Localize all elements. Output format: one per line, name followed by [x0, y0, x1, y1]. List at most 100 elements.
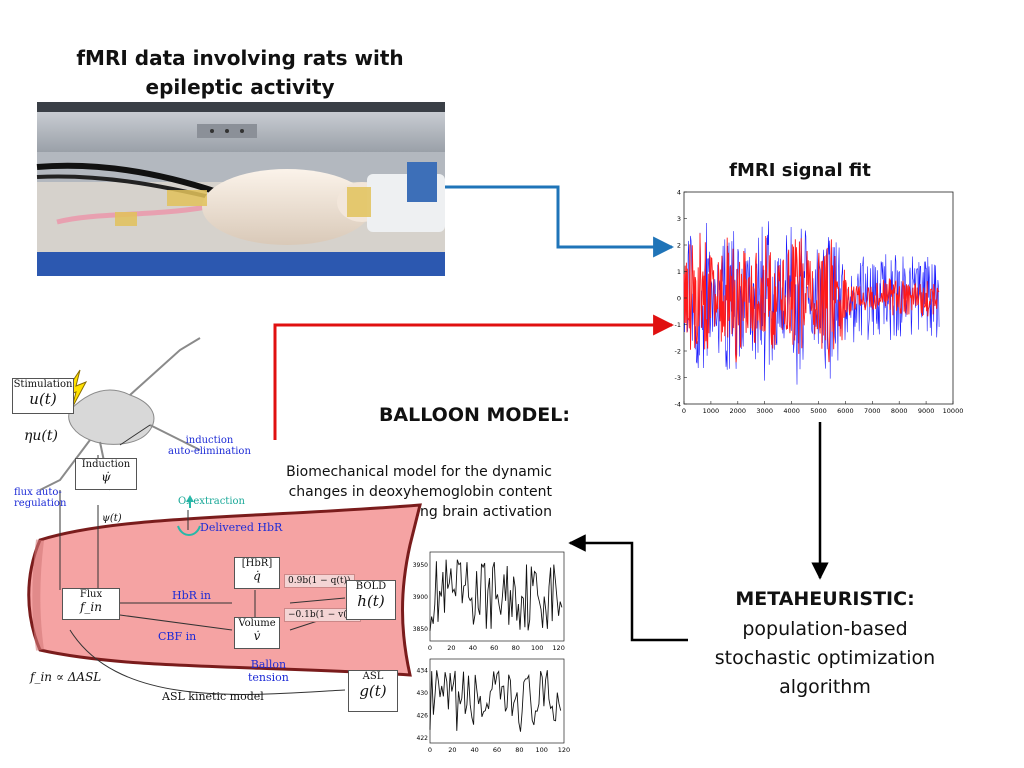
rats-heading-line1: fMRI data involving rats with [76, 46, 404, 70]
rat-scanner-photo [36, 102, 445, 276]
small-x-tick-label: 100 [531, 644, 543, 652]
volume-box: Volume v̇ [234, 617, 280, 649]
fit-blue-series [683, 221, 940, 385]
ballon-tension-line2: tension [248, 671, 289, 684]
flux-label: Flux [79, 589, 103, 600]
volume-label: Volume [238, 618, 276, 629]
flux-var: f_in [79, 600, 102, 614]
fit-x-tick-label: 6000 [837, 407, 854, 415]
small-x-tick-label: 40 [469, 644, 477, 652]
small-y-tick-label: 426 [417, 713, 429, 720]
fit-red-series [683, 233, 940, 363]
stimulation-var: u(t) [29, 390, 57, 408]
bold-box: BOLD h(t) [346, 580, 396, 620]
small-x-tick-label: 80 [515, 746, 523, 754]
balloon-desc-line2: changes in deoxyhemoglobin content [288, 484, 552, 500]
fit-x-tick-label: 9000 [918, 407, 935, 415]
induction-auto-elimination: induction auto-elimination [168, 435, 251, 457]
flux-auto-line2: regulation [14, 498, 67, 509]
small-x-tick-label: 120 [552, 644, 564, 652]
induction-auto-line2: auto-elimination [168, 446, 251, 457]
fit-y-tick-label: -4 [675, 401, 681, 409]
stimulation-box: Stimulation u(t) [12, 378, 74, 414]
small-x-tick-label: 0 [428, 746, 432, 754]
ballon-tension-line1: Ballon [250, 658, 287, 671]
fit-x-tick-label: 0 [682, 407, 686, 415]
asl-var: g(t) [359, 682, 387, 700]
stimulation-label: Stimulation [13, 379, 73, 390]
fit-y-tick-label: -1 [675, 321, 681, 329]
small-x-tick-label: 20 [448, 746, 456, 754]
cbf-in-label: CBF in [158, 630, 197, 643]
fit-y-tick-label: -3 [675, 374, 681, 382]
fit-x-tick-label: 7000 [864, 407, 881, 415]
o2-extraction-label: O₂ extraction [178, 496, 245, 507]
induction-var: ψ̇ [101, 470, 111, 484]
asl-label: ASL [362, 671, 384, 682]
fit-y-tick-label: 3 [677, 215, 681, 223]
hbr-in-label: HbR in [172, 589, 212, 602]
fit-x-tick-label: 4000 [783, 407, 800, 415]
balloon-desc-line3: during brain activation [392, 504, 552, 520]
left-arrow [568, 534, 688, 642]
small-y-tick-label: 434 [417, 668, 429, 675]
metaheuristic-line3: algorithm [779, 676, 871, 698]
balloon-desc-line1: Biomechanical model for the dynamic [286, 464, 552, 480]
metaheuristic-line1: population-based [742, 618, 908, 640]
asl-kinetic-label: ASL kinetic model [162, 690, 264, 703]
blue-arrow [445, 185, 675, 258]
volume-var: v̇ [253, 629, 261, 643]
small-y-tick-label: 430 [417, 690, 429, 697]
eta-u-label: ηu(t) [24, 428, 58, 444]
small-series-line [429, 670, 562, 732]
red-arrow [273, 314, 675, 440]
diagram-connectors [59, 424, 346, 695]
flux-auto-line1: flux auto- [14, 487, 62, 498]
balloon-model-heading: BALLOON MODEL: [378, 404, 570, 426]
bold-var: h(t) [357, 592, 385, 610]
fit-y-tick-label: 0 [677, 295, 681, 303]
psi-t-label: ψ(t) [102, 513, 122, 524]
balloon-model-diagram [27, 337, 422, 695]
induction-auto-line1: induction [185, 435, 234, 446]
fit-x-tick-label: 10000 [943, 407, 964, 415]
fit-blue-line [683, 221, 940, 385]
rats-data-heading: fMRI data involving rats with epileptic … [40, 44, 440, 102]
small-x-tick-label: 40 [471, 746, 479, 754]
fit-y-tick-label: 4 [677, 189, 681, 197]
metaheuristic-line2: stochastic optimization [714, 647, 936, 669]
small-y-tick-label: 3950 [413, 562, 428, 569]
hbr-box-label: [HbR] [241, 558, 273, 569]
small-x-tick-label: 120 [558, 746, 570, 754]
fit-y-tick-label: 1 [677, 268, 681, 276]
hbr-box: [HbR] q̇ [234, 557, 280, 589]
small-series-line [429, 559, 563, 632]
metaheuristic-heading: METAHEURISTIC: [735, 588, 915, 610]
fit-red-line [683, 233, 940, 363]
hbr-box-var: q̇ [253, 569, 261, 583]
small-x-tick-label: 80 [512, 644, 520, 652]
small-x-tick-label: 100 [535, 746, 547, 754]
fin-asl-label: f_in ∝ ΔASL [30, 670, 102, 684]
fit-x-tick-label: 1000 [703, 407, 720, 415]
induction-label: Induction [81, 459, 131, 470]
small-y-tick-label: 422 [417, 735, 429, 742]
asl-box: ASL g(t) [348, 670, 398, 712]
small-plot-frame [429, 658, 565, 744]
small-x-tick-label: 60 [490, 644, 498, 652]
fit-y-tick-label: -2 [675, 348, 681, 356]
induction-box: Induction ψ̇ [75, 458, 137, 490]
small-x-tick-label: 20 [447, 644, 455, 652]
fit-x-tick-label: 8000 [891, 407, 908, 415]
small-x-tick-label: 0 [428, 644, 432, 652]
bold-label: BOLD [355, 581, 387, 592]
signal-fit-heading: fMRI signal fit [729, 160, 871, 181]
balloon-model-description: Biomechanical model for the dynamic chan… [262, 462, 552, 522]
coef-q-label: 0.9b(1 − q(t)) [284, 574, 355, 588]
small-y-tick-label: 3850 [413, 626, 428, 633]
